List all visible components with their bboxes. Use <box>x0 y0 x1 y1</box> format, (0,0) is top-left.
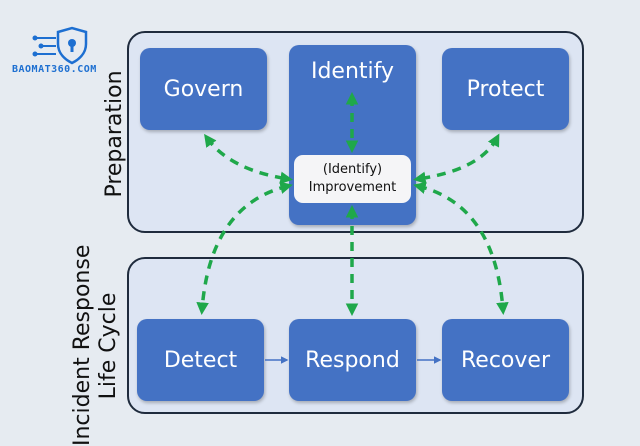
shield-lock-icon <box>32 26 88 65</box>
improvement-line1: (Identify) <box>322 162 383 177</box>
govern-node: Govern <box>140 48 267 130</box>
recover-node: Recover <box>442 319 569 401</box>
govern-improvement-arrow <box>204 133 293 185</box>
improvement-line2: Improvement <box>308 180 397 195</box>
site-logo <box>6 26 106 82</box>
respond-node: Respond <box>289 319 416 401</box>
protect-improvement-arrow <box>413 133 500 185</box>
protect-node: Protect <box>442 48 569 130</box>
improvement-box: (Identify) Improvement <box>294 155 411 203</box>
logo-text: BAOMAT360.COM <box>12 64 97 75</box>
connector-arrows <box>196 91 509 364</box>
detect-node: Detect <box>137 319 264 401</box>
recover-improvement-arrow <box>413 181 509 316</box>
detect-improvement-arrow <box>196 181 293 316</box>
